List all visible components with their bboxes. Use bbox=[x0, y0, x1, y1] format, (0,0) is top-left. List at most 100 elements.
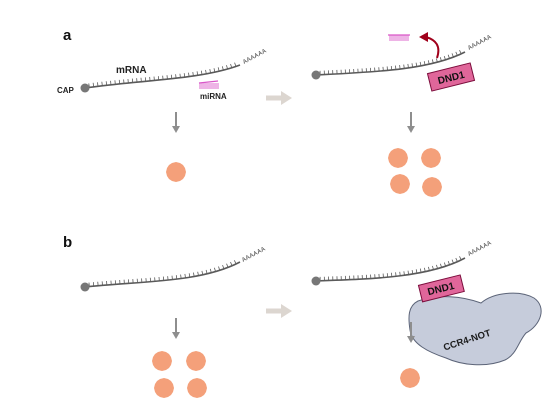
release-arrow bbox=[419, 32, 440, 59]
polya-tail-label: AAAAAA bbox=[467, 34, 493, 51]
protein-blob-icon bbox=[400, 368, 420, 388]
nucleotide-tick bbox=[214, 267, 216, 272]
nucleotide-tick bbox=[217, 67, 220, 72]
released-mirna bbox=[388, 34, 410, 41]
mrna-strand bbox=[315, 50, 466, 76]
nucleotide-tick bbox=[222, 265, 225, 270]
nucleotide-tick bbox=[424, 267, 426, 272]
down-arrow-a-left bbox=[172, 112, 180, 133]
nucleotide-tick bbox=[431, 59, 434, 64]
polya-tail-label: AAAAAA bbox=[467, 240, 493, 257]
panel-label-a: a bbox=[63, 27, 72, 44]
down-arrow-b-left bbox=[172, 318, 180, 339]
nucleotide-tick bbox=[455, 257, 458, 262]
nucleotide-tick bbox=[455, 51, 458, 56]
nucleotide-tick bbox=[213, 68, 216, 73]
nucleotide-tick bbox=[197, 271, 199, 276]
protein-blob-icon bbox=[187, 378, 207, 398]
nucleotide-tick bbox=[183, 73, 186, 78]
mrna-strand bbox=[315, 256, 466, 282]
nucleotide-tick bbox=[459, 256, 462, 261]
nucleotide-tick bbox=[209, 69, 211, 74]
nucleotide-tick bbox=[443, 55, 446, 61]
nucleotide-tick bbox=[427, 60, 430, 65]
nucleotide-tick bbox=[218, 266, 221, 271]
mrna-a-right bbox=[311, 50, 466, 80]
nucleotide-tick bbox=[184, 273, 186, 278]
protein-blob-icon bbox=[421, 148, 441, 168]
mirna-bound bbox=[198, 80, 219, 89]
nucleotide-tick bbox=[230, 261, 233, 266]
nucleotide-tick bbox=[440, 263, 442, 268]
nucleotide-tick bbox=[175, 275, 178, 280]
nucleotide-tick bbox=[188, 273, 191, 278]
protein-blob-icon bbox=[390, 174, 410, 194]
nucleotide-tick bbox=[415, 62, 418, 67]
nucleotide-tick bbox=[428, 266, 430, 271]
nucleotide-tick bbox=[205, 69, 207, 74]
nucleotide-tick bbox=[196, 71, 199, 76]
nucleotide-tick bbox=[451, 259, 454, 264]
ccr4-not-complex: CCR4-NOT bbox=[408, 292, 542, 366]
nucleotide-tick bbox=[447, 260, 450, 266]
dnd1-box: DND1 bbox=[426, 62, 476, 92]
mrna-b-right bbox=[311, 256, 466, 286]
mrna-strand bbox=[84, 260, 241, 288]
protein-blob-icon bbox=[186, 351, 206, 371]
mirna-label: miRNA bbox=[200, 92, 227, 101]
nucleotide-tick bbox=[407, 270, 409, 275]
nucleotide-tick bbox=[447, 54, 450, 59]
nucleotide-tick bbox=[451, 53, 454, 58]
protein-blob-icon bbox=[152, 351, 172, 371]
nucleotide-tick bbox=[233, 260, 237, 265]
mirna-teeth bbox=[389, 35, 409, 41]
nucleotide-tick bbox=[419, 61, 422, 66]
protein-blob-icon bbox=[166, 162, 186, 182]
nucleotide-tick bbox=[230, 63, 233, 68]
nucleotide-tick bbox=[226, 65, 228, 70]
cap-label: CAP bbox=[57, 86, 75, 95]
nucleotide-tick bbox=[423, 61, 426, 66]
nucleotide-tick bbox=[201, 270, 204, 275]
nucleotide-tick bbox=[180, 274, 182, 279]
nucleotide-tick bbox=[415, 269, 418, 274]
nucleotide-tick bbox=[407, 63, 409, 68]
mrna-b-left bbox=[80, 260, 241, 292]
mrna-a-left bbox=[80, 62, 241, 93]
transition-arrow-b bbox=[266, 304, 292, 318]
nucleotide-tick bbox=[419, 268, 422, 273]
nucleotide-tick bbox=[403, 64, 405, 69]
nucleotide-tick bbox=[403, 271, 405, 276]
nucleotide-tick bbox=[411, 269, 414, 275]
nucleotide-tick bbox=[209, 268, 212, 273]
mrna-label: mRNA bbox=[116, 65, 147, 76]
dnd1-box: DND1 bbox=[417, 274, 465, 303]
nucleotide-tick bbox=[411, 63, 414, 68]
nucleotide-tick bbox=[221, 66, 224, 71]
protein-blob-icon bbox=[154, 378, 174, 398]
polya-tail-label: AAAAAA bbox=[242, 48, 268, 65]
nucleotide-tick bbox=[439, 57, 442, 62]
nucleotide-tick bbox=[193, 272, 195, 277]
nucleotide-tick bbox=[188, 72, 190, 77]
cap-icon bbox=[80, 282, 90, 292]
cap-icon bbox=[311, 276, 321, 286]
nucleotide-tick bbox=[92, 82, 95, 87]
polya-tail-label: AAAAAA bbox=[241, 246, 267, 263]
protein-blob-icon bbox=[388, 148, 408, 168]
cap-icon bbox=[311, 70, 321, 80]
cap-icon bbox=[80, 83, 90, 93]
protein-blob-icon bbox=[422, 177, 442, 197]
nucleotide-tick bbox=[226, 263, 229, 268]
nucleotide-tick bbox=[192, 71, 194, 77]
nucleotide-tick bbox=[436, 264, 438, 269]
nucleotide-tick bbox=[443, 262, 446, 267]
nucleotide-tick bbox=[435, 58, 438, 63]
nucleotide-tick bbox=[234, 62, 237, 67]
nucleotide-tick bbox=[432, 265, 434, 270]
panel-label-b: b bbox=[63, 234, 72, 251]
down-arrow-b-right bbox=[407, 322, 415, 343]
transition-arrow-a bbox=[266, 91, 292, 105]
down-arrow-a-right bbox=[407, 112, 415, 133]
